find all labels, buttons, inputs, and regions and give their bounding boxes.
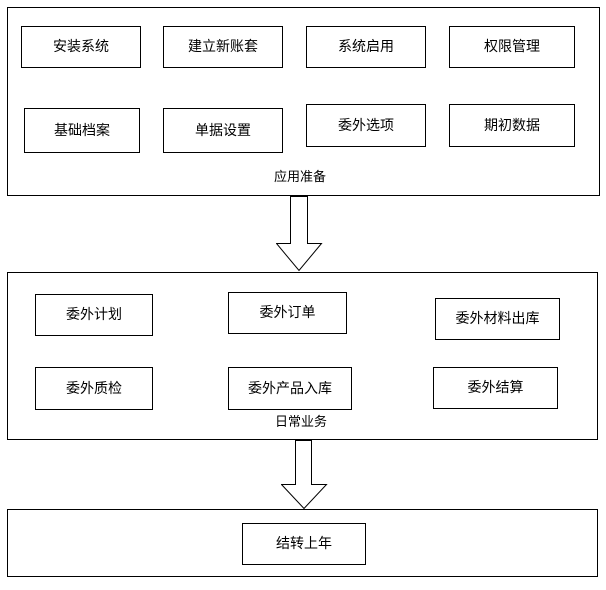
section-label-daily-business: 日常业务 bbox=[275, 415, 328, 430]
box-permission-management: 权限管理 bbox=[449, 26, 575, 68]
box-outsourcing-quality-inspection: 委外质检 bbox=[35, 367, 153, 410]
down-arrow-2-icon bbox=[281, 440, 328, 510]
box-create-account-set: 建立新账套 bbox=[163, 26, 283, 68]
box-opening-data: 期初数据 bbox=[449, 104, 575, 147]
box-outsourcing-order: 委外订单 bbox=[228, 292, 347, 334]
box-document-settings: 单据设置 bbox=[163, 108, 283, 153]
section-year-end: 结转上年 bbox=[7, 509, 598, 577]
box-outsourcing-material-issue: 委外材料出库 bbox=[435, 298, 560, 340]
down-arrow-1-icon bbox=[276, 196, 323, 272]
box-outsourcing-settlement: 委外结算 bbox=[433, 367, 558, 409]
section-daily-business: 委外计划 委外订单 委外材料出库 委外质检 委外产品入库 委外结算 日常业务 bbox=[7, 272, 598, 440]
box-outsourcing-product-receipt: 委外产品入库 bbox=[228, 367, 352, 410]
box-outsourcing-plan: 委外计划 bbox=[35, 294, 153, 336]
section-label-application-prep: 应用准备 bbox=[274, 170, 327, 185]
section-application-prep: 安装系统 建立新账套 系统启用 权限管理 基础档案 单据设置 委外选项 期初数据… bbox=[7, 7, 600, 196]
box-install-system: 安装系统 bbox=[21, 26, 141, 68]
box-outsourcing-options: 委外选项 bbox=[306, 104, 426, 147]
box-basic-archives: 基础档案 bbox=[24, 108, 140, 153]
box-carry-forward-year: 结转上年 bbox=[242, 523, 366, 565]
box-system-enable: 系统启用 bbox=[306, 26, 426, 68]
